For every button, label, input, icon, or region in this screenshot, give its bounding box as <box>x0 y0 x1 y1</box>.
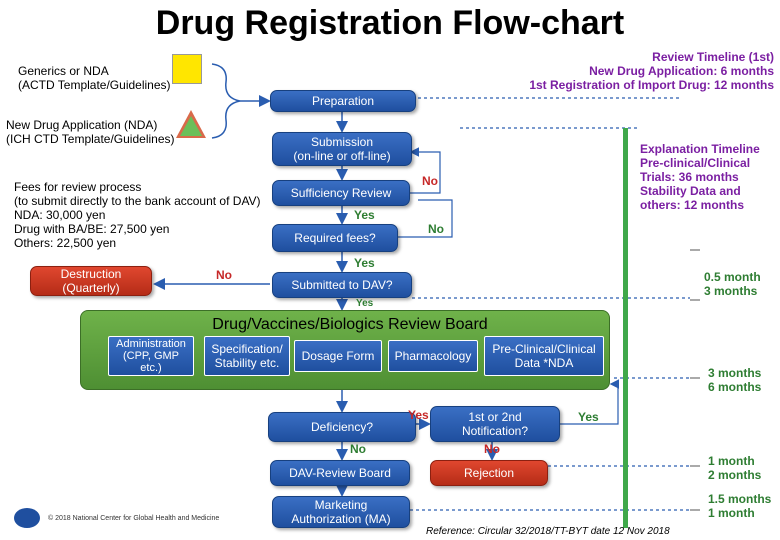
review-board-title: Drug/Vaccines/Biologics Review Board <box>212 316 488 333</box>
rejection-box: Rejection <box>430 460 548 486</box>
specification-box: Specification/Stability etc. <box>204 336 290 376</box>
dav-review-board-box: DAV-Review Board <box>270 460 410 486</box>
generics-text: Generics or NDA (ACTD Template/Guideline… <box>18 64 171 92</box>
label-yes-fees: Yes <box>354 256 375 270</box>
pharmacology-box: Pharmacology <box>388 340 478 372</box>
deficiency-box: Deficiency? <box>268 412 416 442</box>
timeline-bar <box>623 128 628 528</box>
label-no-fees: No <box>428 222 444 236</box>
label-no-destruction: No <box>216 268 232 282</box>
label-yes-notification: Yes <box>578 410 599 424</box>
sufficiency-review-box: Sufficiency Review <box>272 180 410 206</box>
label-yes-dav: Yes <box>356 298 374 309</box>
label-yes-sufficiency: Yes <box>354 208 375 222</box>
required-fees-box: Required fees? <box>272 224 398 252</box>
document-icon <box>172 54 202 84</box>
fees-text: Fees for review process (to submit direc… <box>14 180 261 250</box>
label-no-notification: No <box>484 442 500 456</box>
destruction-box: Destruction(Quarterly) <box>30 266 152 296</box>
nda-text: New Drug Application (NDA) (ICH CTD Temp… <box>6 118 175 146</box>
submitted-to-dav-box: Submitted to DAV? <box>272 272 412 298</box>
reference-text: Reference: Circular 32/2018/TT-BYT date … <box>426 526 670 537</box>
preparation-box: Preparation <box>270 90 416 112</box>
pyramid-icon <box>176 110 206 138</box>
explanation-timeline: Explanation Timeline Pre-clinical/Clinic… <box>640 142 760 212</box>
organization-logo <box>14 508 40 528</box>
submission-box: Submission(on-line or off-line) <box>272 132 412 166</box>
page-title: Drug Registration Flow-chart <box>155 4 625 42</box>
label-yes-deficiency: Yes <box>408 408 429 422</box>
footer-copyright: © 2018 National Center for Global Health… <box>48 515 220 522</box>
review-timeline: Review Timeline (1st) New Drug Applicati… <box>529 50 774 92</box>
dosage-form-box: Dosage Form <box>294 340 382 372</box>
label-no-sufficiency: No <box>422 174 438 188</box>
label-no-deficiency: No <box>350 442 366 456</box>
